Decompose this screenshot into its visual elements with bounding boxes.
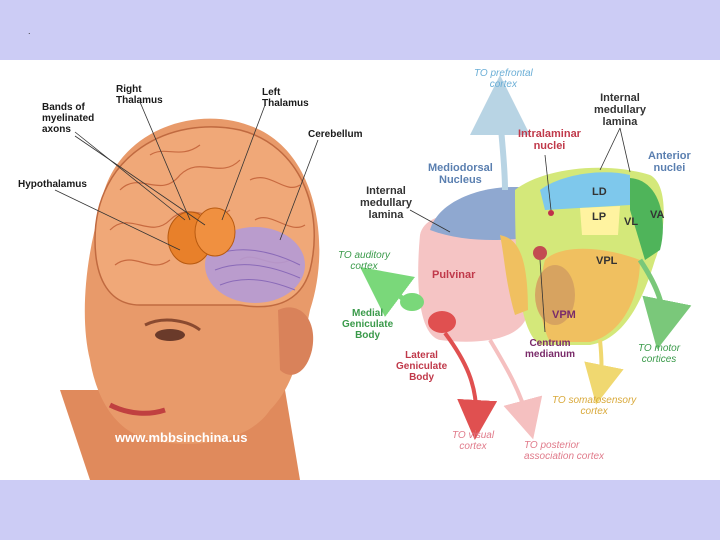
somatosensory-arrow <box>600 340 602 385</box>
left-thalamus-label-line1: Left <box>262 87 309 98</box>
to-prefrontal-label: TO prefrontal cortex <box>474 68 533 90</box>
lgb-line1: Lateral <box>396 350 447 361</box>
lp-label: LP <box>592 212 606 223</box>
centrum-medianum-spot <box>533 246 547 260</box>
intralaminar-nuclei-label: Intralaminar nuclei <box>518 128 581 152</box>
left-thalamus <box>195 208 235 256</box>
mediodorsal-line2: Nucleus <box>428 174 493 186</box>
internal-medullary-lamina-left-label: Internal medullary lamina <box>360 185 412 221</box>
to-posterior-line1: TO posterior <box>524 440 604 451</box>
left-thalamus-label: Left Thalamus <box>262 87 309 109</box>
mediodorsal-nucleus-label: Mediodorsal Nucleus <box>428 162 493 186</box>
anterior-line1: Anterior <box>648 150 691 162</box>
bands-line3: axons <box>42 124 94 135</box>
iml-left-line1: Internal <box>360 185 412 197</box>
to-auditory-line2: cortex <box>338 261 390 272</box>
posterior-arrow <box>490 340 528 420</box>
medial-geniculate <box>400 293 424 311</box>
to-posterior-line2: association cortex <box>524 451 604 462</box>
mgb-line2: Geniculate <box>342 319 393 330</box>
eye <box>155 329 185 341</box>
iml-top-line1: Internal <box>594 92 646 104</box>
illustration-panel: Right Thalamus Left Thalamus Bands of my… <box>0 60 720 480</box>
cm-line2: medianum <box>525 349 575 360</box>
centrum-medianum-label: Centrum medianum <box>525 338 575 360</box>
lgb-line2: Geniculate <box>396 361 447 372</box>
to-motor-line1: TO motor <box>638 343 680 354</box>
lateral-geniculate-label: Lateral Geniculate Body <box>396 350 447 383</box>
to-visual-line1: TO visual <box>452 430 494 441</box>
medial-geniculate-label: Medial Geniculate Body <box>342 308 393 341</box>
vl-label: VL <box>624 217 638 228</box>
to-auditory-line1: TO auditory <box>338 250 390 261</box>
auditory-arrow <box>380 282 402 298</box>
iml-left-line3: lamina <box>360 209 412 221</box>
mediodorsal-line1: Mediodorsal <box>428 162 493 174</box>
va-label: VA <box>650 210 664 221</box>
lateral-geniculate <box>428 311 456 333</box>
mgb-line3: Body <box>342 330 393 341</box>
mgb-line1: Medial <box>342 308 393 319</box>
anterior-line2: nuclei <box>648 162 691 174</box>
intralaminar-line1: Intralaminar <box>518 128 581 140</box>
anterior-nuclei-label: Anterior nuclei <box>648 150 691 174</box>
watermark: www.mbbsinchina.us <box>115 430 247 445</box>
to-somatosensory-line2: cortex <box>552 406 636 417</box>
vpl-label: VPL <box>596 256 617 267</box>
right-thalamus-label-line1: Right <box>116 84 163 95</box>
left-thalamus-label-line2: Thalamus <box>262 98 309 109</box>
hypothalamus-label: Hypothalamus <box>18 179 87 190</box>
to-somatosensory-line1: TO somatosensory <box>552 395 636 406</box>
right-thalamus-label-line2: Thalamus <box>116 95 163 106</box>
cerebellum-label: Cerebellum <box>308 129 362 140</box>
prefrontal-arrow <box>500 105 505 190</box>
to-somatosensory-label: TO somatosensory cortex <box>552 395 636 417</box>
cm-line1: Centrum <box>525 338 575 349</box>
head-illustration <box>55 102 319 480</box>
internal-medullary-lamina-top-label: Internal medullary lamina <box>594 92 646 128</box>
to-motor-line2: cortices <box>638 354 680 365</box>
to-motor-label: TO motor cortices <box>638 343 680 365</box>
ld-label: LD <box>592 187 607 198</box>
to-prefrontal-line2: cortex <box>474 79 533 90</box>
pulvinar-label: Pulvinar <box>432 270 475 281</box>
bands-line1: Bands of <box>42 102 94 113</box>
visual-arrow <box>445 333 476 420</box>
right-thalamus-label: Right Thalamus <box>116 84 163 106</box>
iml-top-line2: medullary <box>594 104 646 116</box>
myelinated-axons-label: Bands of myelinated axons <box>42 102 94 135</box>
bands-line2: myelinated <box>42 113 94 124</box>
to-posterior-label: TO posterior association cortex <box>524 440 604 462</box>
iml-top-line3: lamina <box>594 116 646 128</box>
vpm-label: VPM <box>552 310 576 321</box>
intralaminar-line2: nuclei <box>518 140 581 152</box>
to-visual-label: TO visual cortex <box>452 430 494 452</box>
to-visual-line2: cortex <box>452 441 494 452</box>
to-prefrontal-line1: TO prefrontal <box>474 68 533 79</box>
lgb-line3: Body <box>396 372 447 383</box>
slide-mark: . <box>28 26 31 36</box>
iml-left-line2: medullary <box>360 197 412 209</box>
to-auditory-label: TO auditory cortex <box>338 250 390 272</box>
